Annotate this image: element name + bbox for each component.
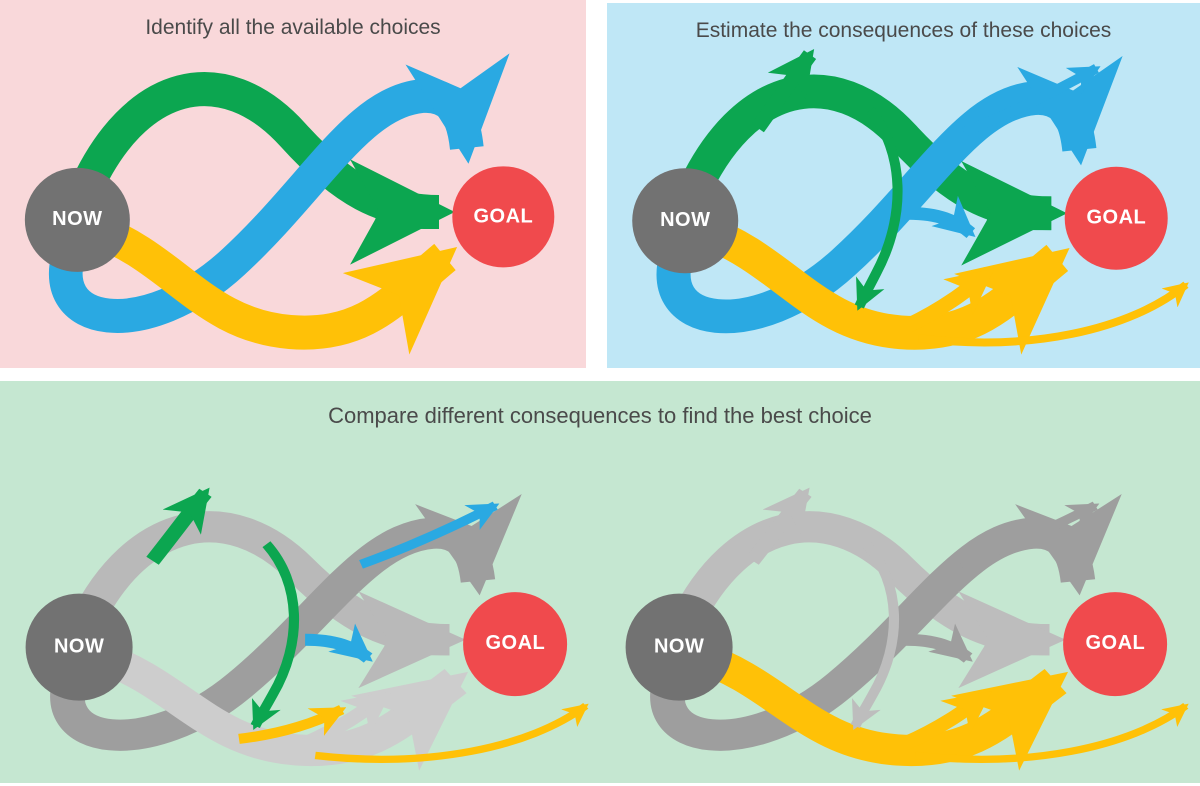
arrow-yellow-main — [691, 641, 1069, 771]
arrow-yellow-thinfar — [914, 703, 1189, 763]
panel-estimate: Estimate the consequences of these choic… — [607, 3, 1200, 368]
diagram-compare-left: NOW GOAL — [0, 445, 600, 783]
panel-compare-title: Compare different consequences to find t… — [328, 403, 872, 428]
diagram-compare-right-arrows — [650, 487, 1189, 771]
diagram-compare-left-arrows — [50, 487, 589, 771]
arrow-green-up — [146, 487, 212, 565]
now-node: NOW — [25, 593, 133, 701]
diagram-identify: NOW GOAL — [0, 0, 586, 368]
arrow-green-down — [850, 541, 899, 730]
compare-row: NOW GOAL NOW GOAL — [0, 445, 1200, 783]
arrow-yellow-thinfar — [918, 281, 1189, 347]
arrow-yellow-medright — [905, 266, 995, 333]
diagram-identify-arrows — [48, 53, 510, 355]
arrow-green-up — [746, 487, 812, 565]
arrow-blue-downsmall — [908, 195, 976, 239]
arrow-green-down — [854, 107, 903, 311]
arrow-blue-downsmall — [304, 623, 373, 663]
goal-label: GOAL — [1086, 206, 1147, 229]
arrow-blue-upright — [961, 64, 1101, 137]
arrow-yellow-thinfar — [314, 703, 589, 763]
arrow-yellow-medright — [901, 689, 992, 750]
arrow-green-up — [751, 48, 817, 133]
now-label: NOW — [660, 209, 711, 232]
diagram-estimate: NOW GOAL — [607, 3, 1200, 368]
arrow-blue-upright — [359, 501, 500, 569]
arrow-yellow-medright — [301, 689, 392, 750]
panel-estimate-title: Estimate the consequences of these choic… — [695, 19, 1112, 42]
goal-node: GOAL — [452, 166, 555, 268]
panel-identify: Identify all the available choices NOW G… — [0, 0, 586, 368]
goal-label: GOAL — [485, 632, 546, 655]
now-label: NOW — [52, 208, 103, 231]
arrow-blue-downsmall — [904, 623, 973, 663]
now-label: NOW — [653, 635, 705, 658]
goal-label: GOAL — [1085, 632, 1146, 655]
now-node: NOW — [625, 593, 733, 701]
panel-compare: Compare different consequences to find t… — [0, 381, 1200, 783]
arrow-green-main-head — [961, 161, 1068, 266]
arrow-green-down — [250, 541, 299, 730]
top-row: Identify all the available choices NOW G… — [0, 0, 1200, 368]
panel-identify-title: Identify all the available choices — [145, 16, 441, 39]
arrow-green-main-head — [958, 591, 1066, 689]
arrow-yellow-main — [89, 213, 458, 355]
arrow-blue-main — [48, 53, 510, 333]
goal-label: GOAL — [473, 205, 534, 228]
goal-node: GOAL — [1065, 166, 1168, 270]
now-node: NOW — [632, 168, 739, 274]
arrow-yellow-main — [697, 215, 1070, 355]
arrow-green-main-head — [350, 159, 455, 265]
arrow-yellow-main — [91, 641, 469, 771]
now-label: NOW — [53, 635, 105, 658]
diagram-estimate-arrows — [656, 48, 1189, 355]
now-node: NOW — [25, 167, 130, 272]
diagram-compare-right: NOW GOAL — [600, 445, 1200, 783]
arrow-yellow-small — [238, 705, 347, 744]
goal-node: GOAL — [1063, 592, 1168, 696]
arrow-blue-upright — [959, 501, 1100, 569]
arrow-green-main-head — [358, 591, 466, 689]
goal-node: GOAL — [463, 592, 568, 696]
